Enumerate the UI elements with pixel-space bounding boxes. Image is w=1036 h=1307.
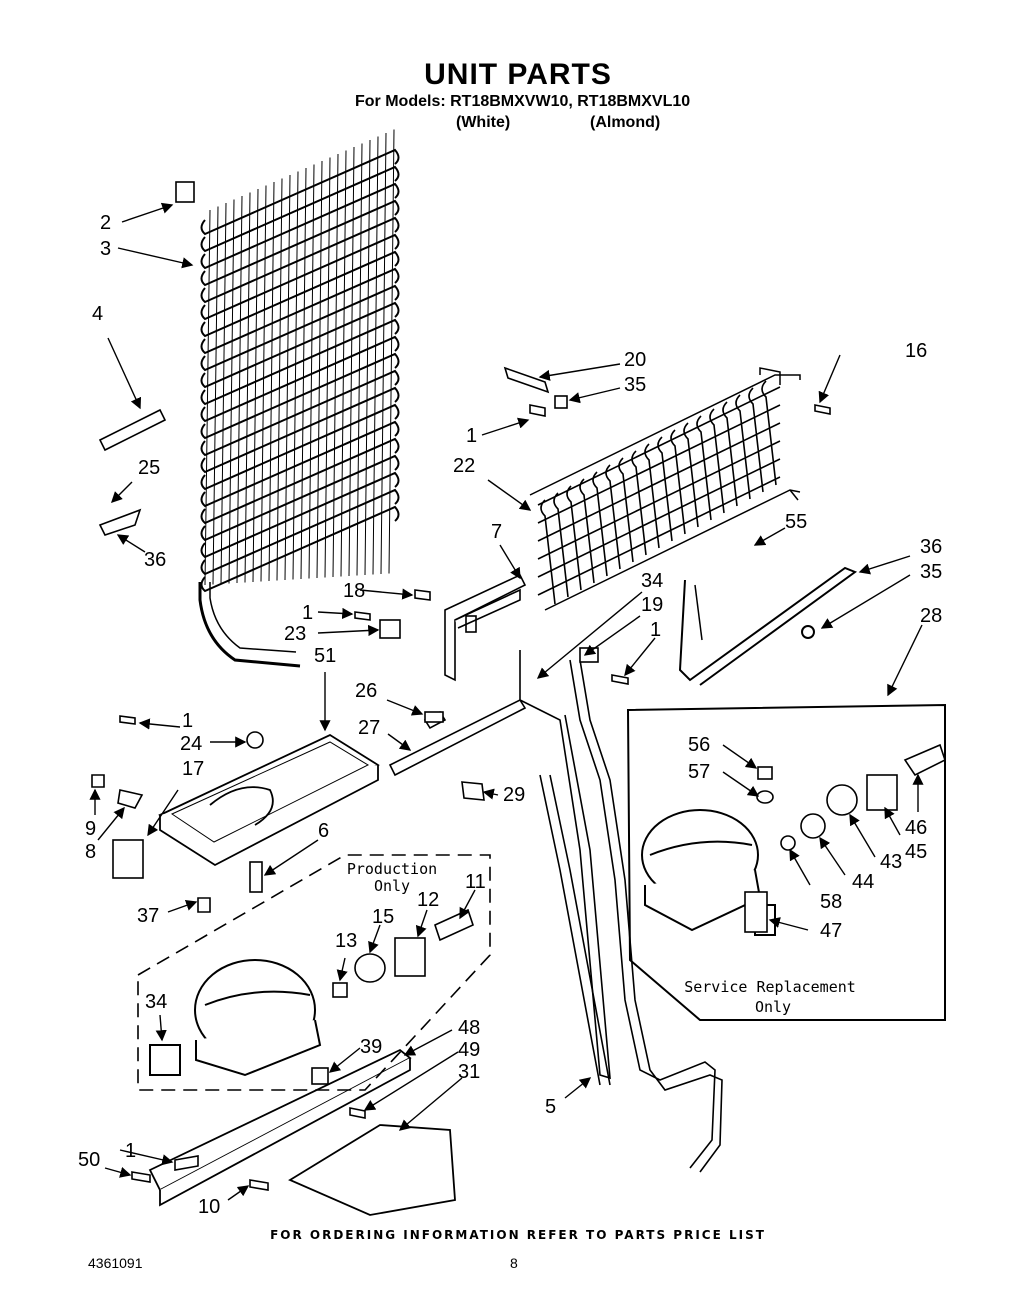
callout-55: 55 (785, 511, 807, 533)
production-box-line1: Production (347, 860, 437, 878)
callout-47: 47 (820, 920, 842, 942)
page-title: UNIT PARTS (424, 58, 612, 91)
service-box-line2: Only (755, 998, 791, 1016)
variant-white: (White) (456, 114, 511, 131)
callout-1-b: 1 (302, 602, 313, 624)
callout-37: 37 (137, 905, 159, 927)
drain-tubes (519, 650, 723, 1173)
callout-48: 48 (458, 1017, 480, 1039)
callout-30: 31 (458, 1061, 480, 1083)
service-box-line1: Service Replacement (684, 978, 856, 996)
callout-1-c: 1 (650, 619, 661, 641)
callout-2: 2 (100, 212, 111, 234)
callout-labels: 2 3 4 25 36 16 20 35 1 22 7 55 36 35 28 … (78, 212, 942, 1218)
callout-20: 20 (624, 349, 646, 371)
callout-6: 6 (318, 820, 329, 842)
callout-5: 5 (545, 1096, 556, 1118)
callout-1-a: 1 (466, 425, 477, 447)
callout-16: 17 (182, 758, 204, 780)
callout-8: 8 (85, 841, 96, 863)
page-number: 8 (510, 1255, 518, 1271)
production-only-box (137, 854, 491, 1091)
callout-31: 34 (641, 570, 663, 592)
callout-19: 19 (641, 594, 663, 616)
evaporator (529, 367, 801, 611)
callout-18: 18 (343, 580, 365, 602)
compressor-production (149, 959, 322, 1077)
callout-34: 34 (145, 991, 167, 1013)
callout-57: 57 (688, 761, 710, 783)
callout-13: 13 (335, 930, 357, 952)
variant-almond: (Almond) (590, 114, 661, 131)
callout-15: 15 (372, 906, 394, 928)
callout-1-d: 1 (182, 710, 193, 732)
condenser-coil (198, 129, 400, 668)
callout-28: 28 (920, 605, 942, 627)
callout-17: 16 (905, 340, 927, 362)
callout-36: 36 (144, 549, 166, 571)
callout-45: 45 (905, 841, 927, 863)
callout-12: 12 (417, 889, 439, 911)
callout-25: 25 (138, 457, 160, 479)
callout-22: 22 (453, 455, 475, 477)
callout-27: 27 (358, 717, 380, 739)
drain-pan (158, 733, 380, 867)
production-box-line2: Only (374, 877, 410, 895)
callout-51: 51 (314, 645, 336, 667)
callout-33: 36 (920, 536, 942, 558)
callout-35: 35 (920, 561, 942, 583)
callout-39: 39 (360, 1036, 382, 1058)
callout-50: 50 (78, 1149, 100, 1171)
callout-56: 56 (688, 734, 710, 756)
defrost-heater (678, 566, 858, 686)
small-parts (91, 181, 946, 1191)
ordering-note: FOR ORDERING INFORMATION REFER TO PARTS … (270, 1228, 766, 1242)
callout-24: 24 (180, 733, 202, 755)
callout-11: 11 (465, 871, 486, 893)
callout-23: 23 (284, 623, 306, 645)
evaporator-bracket (444, 573, 527, 682)
callout-10: 10 (198, 1196, 220, 1218)
callout-9: 9 (85, 818, 96, 840)
callout-32: 35 (624, 374, 646, 396)
callout-1-e: 1 (125, 1140, 136, 1162)
callout-44: 44 (852, 871, 874, 893)
leader-lines (89, 202, 924, 1201)
callout-4: 4 (92, 303, 103, 325)
service-replacement-box (626, 703, 946, 1021)
callout-7: 7 (491, 521, 502, 543)
compressor-base (148, 1048, 456, 1216)
document-number: 4361091 (88, 1255, 143, 1271)
compressor-service (641, 809, 776, 936)
callout-29: 29 (503, 784, 525, 806)
models-line: For Models: RT18BMXVW10, RT18BMXVL10 (355, 93, 691, 110)
callout-58: 58 (820, 891, 842, 913)
callout-49: 49 (458, 1039, 480, 1061)
heat-exchanger (388, 698, 527, 777)
callout-3: 3 (100, 238, 111, 260)
callout-46: 46 (905, 817, 927, 839)
callout-43: 43 (880, 851, 902, 873)
callout-26: 26 (355, 680, 377, 702)
